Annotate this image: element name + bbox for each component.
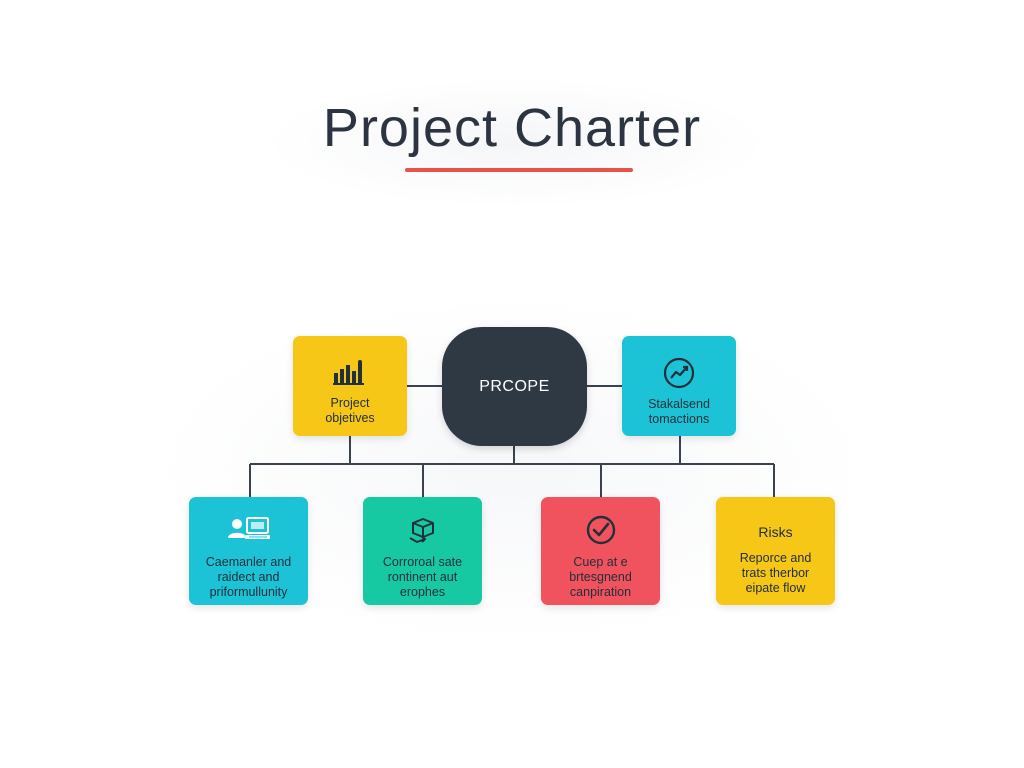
trend-line-icon — [663, 357, 695, 389]
title-highlight — [262, 78, 770, 208]
node-label: Corroroal sate rontinent aut erophes — [382, 555, 463, 599]
title-underline — [405, 168, 633, 172]
node-label: Stakalsend tomactions — [648, 397, 710, 426]
bar-chart-icon — [333, 360, 364, 385]
node-risks: Risks Reporce and trats therbor eipate f… — [716, 497, 835, 605]
node-commercial: Corroroal sate rontinent aut erophes — [363, 497, 482, 605]
box-arrows-icon — [409, 518, 434, 543]
center-label: PRCOPE — [479, 377, 550, 395]
page-title: Project Charter — [322, 98, 702, 158]
node-stakeholder: Stakalsend tomactions — [622, 336, 736, 436]
node-label: Cuep at e brtesgnend canpiration — [569, 555, 632, 599]
node-customer: Caemanler and raidect and priformullunit… — [189, 497, 308, 605]
user-computer-icon — [227, 517, 270, 539]
node-label: Caemanler and raidect and priformullunit… — [205, 555, 292, 599]
node-completion: Cuep at e brtesgnend canpiration — [541, 497, 660, 605]
check-circle-icon — [586, 515, 615, 545]
risks-title: Risks — [758, 524, 793, 540]
node-label: Project objetives — [325, 396, 375, 425]
node-project-objectives: Project objetives — [293, 336, 407, 436]
node-label: Reporce and trats therbor eipate flow — [739, 551, 812, 595]
center-node: PRCOPE — [442, 327, 587, 446]
